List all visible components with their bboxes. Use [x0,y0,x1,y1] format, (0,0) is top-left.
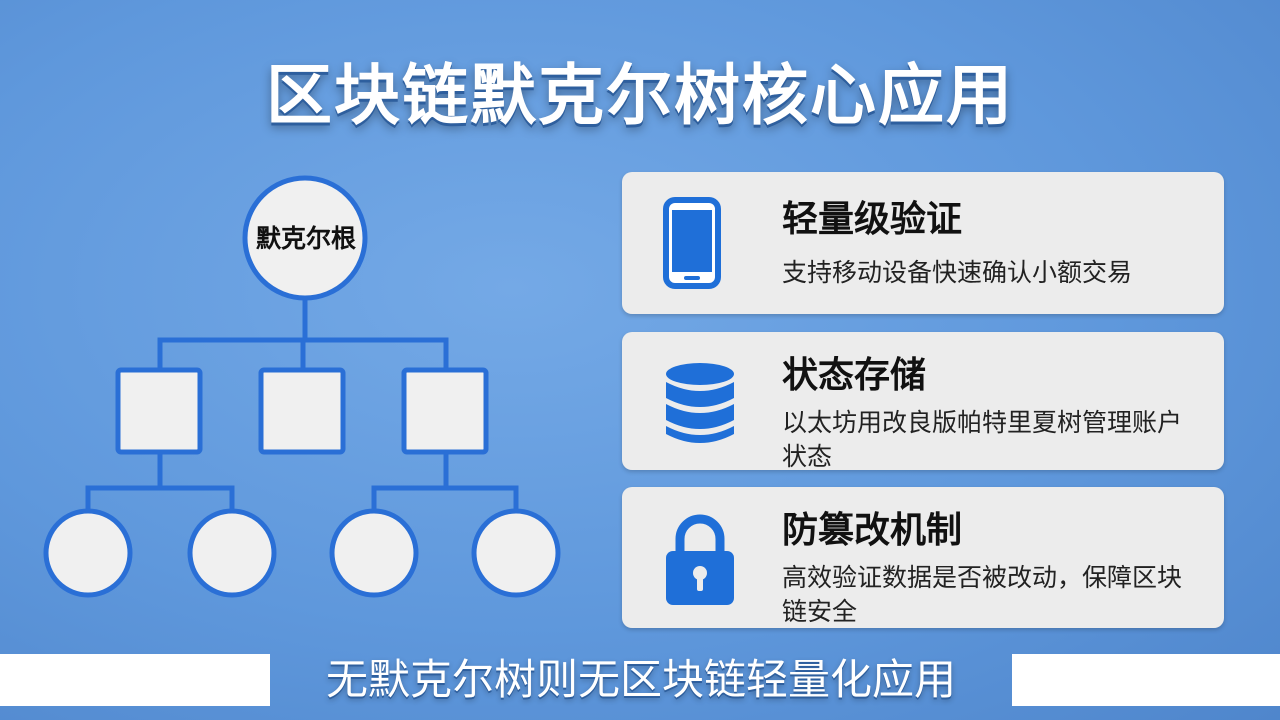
tree-branch-node-2 [258,367,346,455]
banner-left-block [0,654,270,706]
database-icon [666,363,734,443]
lock-icon [666,514,734,605]
tree-branch-node-1 [115,367,203,455]
page-title: 区块链默克尔树核心应用 [266,57,1014,134]
feature-description: 支持移动设备快速确认小额交易 [782,258,1133,287]
feature-description: 以太坊用改良版帕特里夏树管理账户状态 [782,408,1183,471]
tree-leaf-node-1 [43,508,133,598]
tree-leaf-node-2 [187,508,277,598]
feature-card-light-verification: 轻量级验证 支持移动设备快速确认小额交易 [622,172,1224,314]
tree-branch-node-3 [401,367,489,455]
bottom-tagline: 无默克尔树则无区块链轻量化应用 [325,655,956,704]
tree-leaf-node-4 [471,508,561,598]
feature-card-tamper-proof: 防篡改机制 高效验证数据是否被改动，保障区块链安全 [622,487,1224,628]
tree-root-label: 默克尔根 [255,224,356,253]
banner-right-block [1012,654,1280,706]
feature-heading: 防篡改机制 [782,510,963,551]
merkle-tree-diagram [43,175,561,598]
feature-card-state-storage: 状态存储 以太坊用改良版帕特里夏树管理账户状态 [622,332,1224,471]
feature-heading: 状态存储 [782,355,927,396]
tree-root-node [242,175,368,301]
smartphone-icon [663,197,721,289]
tree-leaf-node-3 [329,508,419,598]
feature-heading: 轻量级验证 [782,199,963,240]
feature-description: 高效验证数据是否被改动，保障区块链安全 [782,563,1183,626]
